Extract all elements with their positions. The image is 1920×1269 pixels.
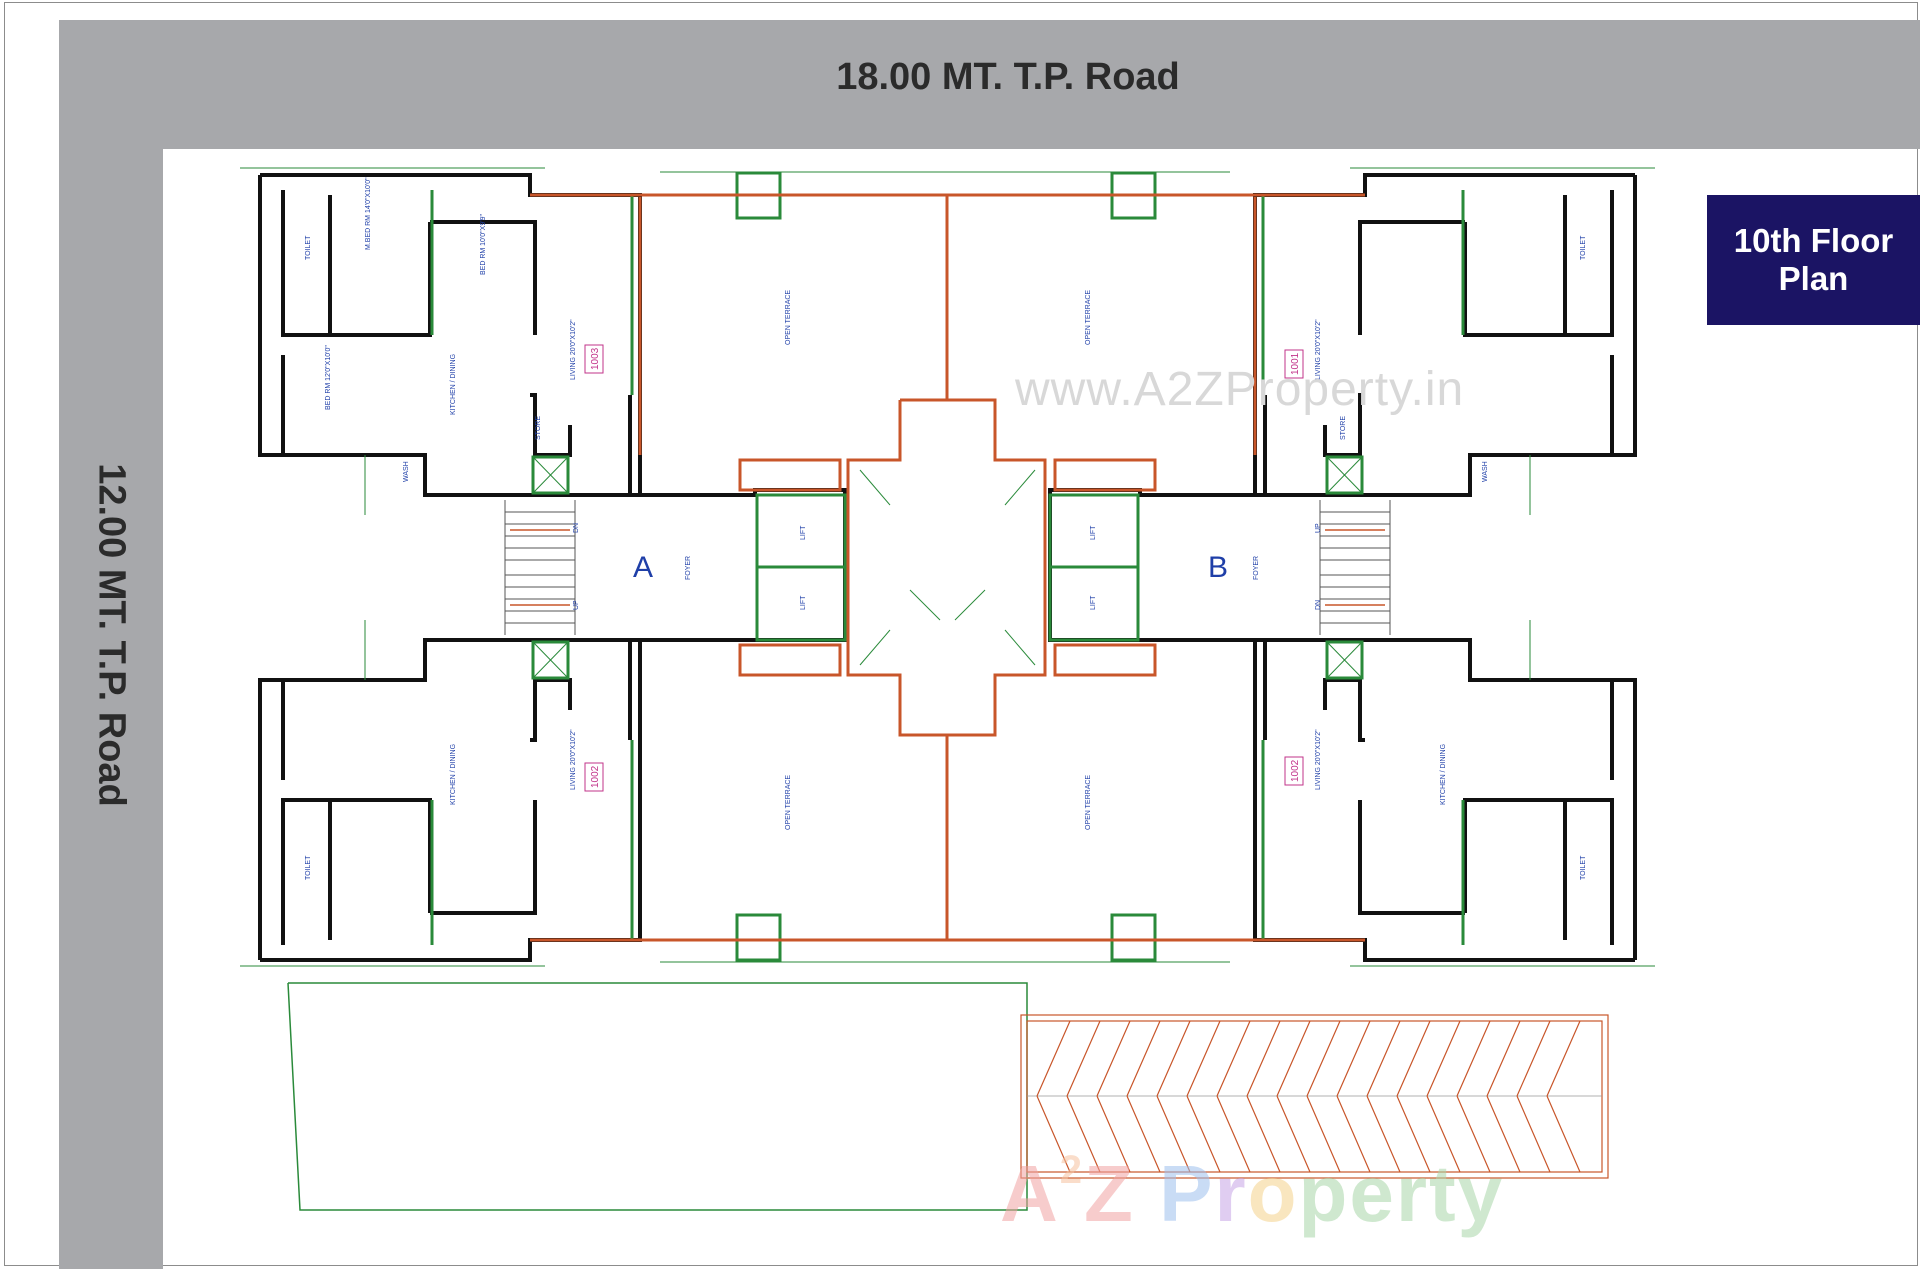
unit-number: 1003	[590, 347, 601, 370]
room-label: LIFT	[1090, 595, 1097, 610]
room-label: FOYER	[685, 556, 692, 580]
wall	[430, 220, 537, 335]
room-label: OPEN TERRACE	[1085, 290, 1092, 345]
balcony	[1053, 643, 1157, 677]
room-label: TOILET	[305, 855, 312, 880]
road-top	[59, 20, 1920, 149]
parking-ramp	[1020, 1014, 1609, 1179]
wing-a-label: A	[633, 551, 653, 584]
room-label: M.BED RM 14'0"X10'0"	[365, 177, 372, 250]
balcony	[738, 458, 842, 492]
wall	[530, 393, 572, 457]
plan-body	[240, 167, 1655, 1211]
duct	[1325, 455, 1364, 495]
central-void	[846, 398, 1047, 737]
wall	[281, 798, 432, 945]
wall	[1323, 678, 1365, 742]
road-top-label: 18.00 MT. T.P. Road	[836, 56, 1180, 98]
unit-number: 1002	[1290, 759, 1301, 782]
wall	[1323, 393, 1365, 457]
wall	[1358, 800, 1465, 915]
road-left	[59, 20, 163, 1269]
duct	[1325, 640, 1364, 680]
room-label: TOILET	[305, 235, 312, 260]
room-label: OPEN TERRACE	[785, 775, 792, 830]
room-label: KITCHEN / DINING	[1440, 744, 1447, 805]
unit-number: 1001	[1290, 352, 1301, 375]
wall	[1463, 190, 1614, 337]
room-label: LIVING 20'0"X10'2"	[570, 319, 577, 380]
room-label: LIVING 20'0"X10'2"	[1315, 319, 1322, 380]
wall	[1463, 798, 1614, 945]
room-label: STORE	[535, 416, 542, 440]
room-label: FOYER	[1253, 556, 1260, 580]
room-label: KITCHEN / DINING	[450, 354, 457, 415]
balcony	[738, 643, 842, 677]
room-label: BED RM 10'0"X9'9"	[480, 214, 487, 275]
room-label: KITCHEN / DINING	[450, 744, 457, 805]
wall	[1358, 220, 1465, 335]
window-frame	[735, 913, 782, 962]
core-b-wall	[1048, 488, 1255, 642]
wing-b-label: B	[1208, 551, 1228, 584]
unit-number: 1002	[590, 765, 601, 788]
wall	[530, 678, 572, 742]
room-label: OPEN TERRACE	[785, 290, 792, 345]
room-label: LIFT	[800, 595, 807, 610]
balcony	[1053, 458, 1157, 492]
room-label: WASH	[403, 461, 410, 482]
room-label: TOILET	[1580, 235, 1587, 260]
floor-plan-title: 10th Floor Plan	[1707, 195, 1920, 325]
staircase-a	[504, 500, 576, 635]
site-outline	[287, 982, 1028, 1211]
staircase-b	[1319, 500, 1391, 635]
room-label: LIVING 20'0"X10'2"	[570, 729, 577, 790]
room-label: LIFT	[800, 525, 807, 540]
room-label: OPEN TERRACE	[1085, 775, 1092, 830]
stair-label: UP	[1315, 523, 1322, 533]
stair-label: DN	[573, 523, 580, 533]
duct	[531, 455, 570, 495]
room-label: LIFT	[1090, 525, 1097, 540]
watermark: www.A2ZProperty.in	[1015, 363, 1465, 416]
wall	[281, 190, 432, 337]
window-frame	[1110, 913, 1157, 962]
page-frame	[4, 2, 1918, 1266]
room-label: BED RM 12'0"X10'0"	[325, 345, 332, 410]
stair-label: DN	[1315, 600, 1322, 610]
room-label: STORE	[1340, 416, 1347, 440]
room-label: WASH	[1482, 461, 1489, 482]
core-a-wall	[640, 488, 847, 642]
duct	[531, 640, 570, 680]
room-label: TOILET	[1580, 855, 1587, 880]
stair-label: UP	[573, 600, 580, 610]
a2z-logo: A2Z Property	[1000, 1148, 1505, 1238]
wall	[430, 800, 537, 915]
room-label: LIVING 20'0"X10'2"	[1315, 729, 1322, 790]
